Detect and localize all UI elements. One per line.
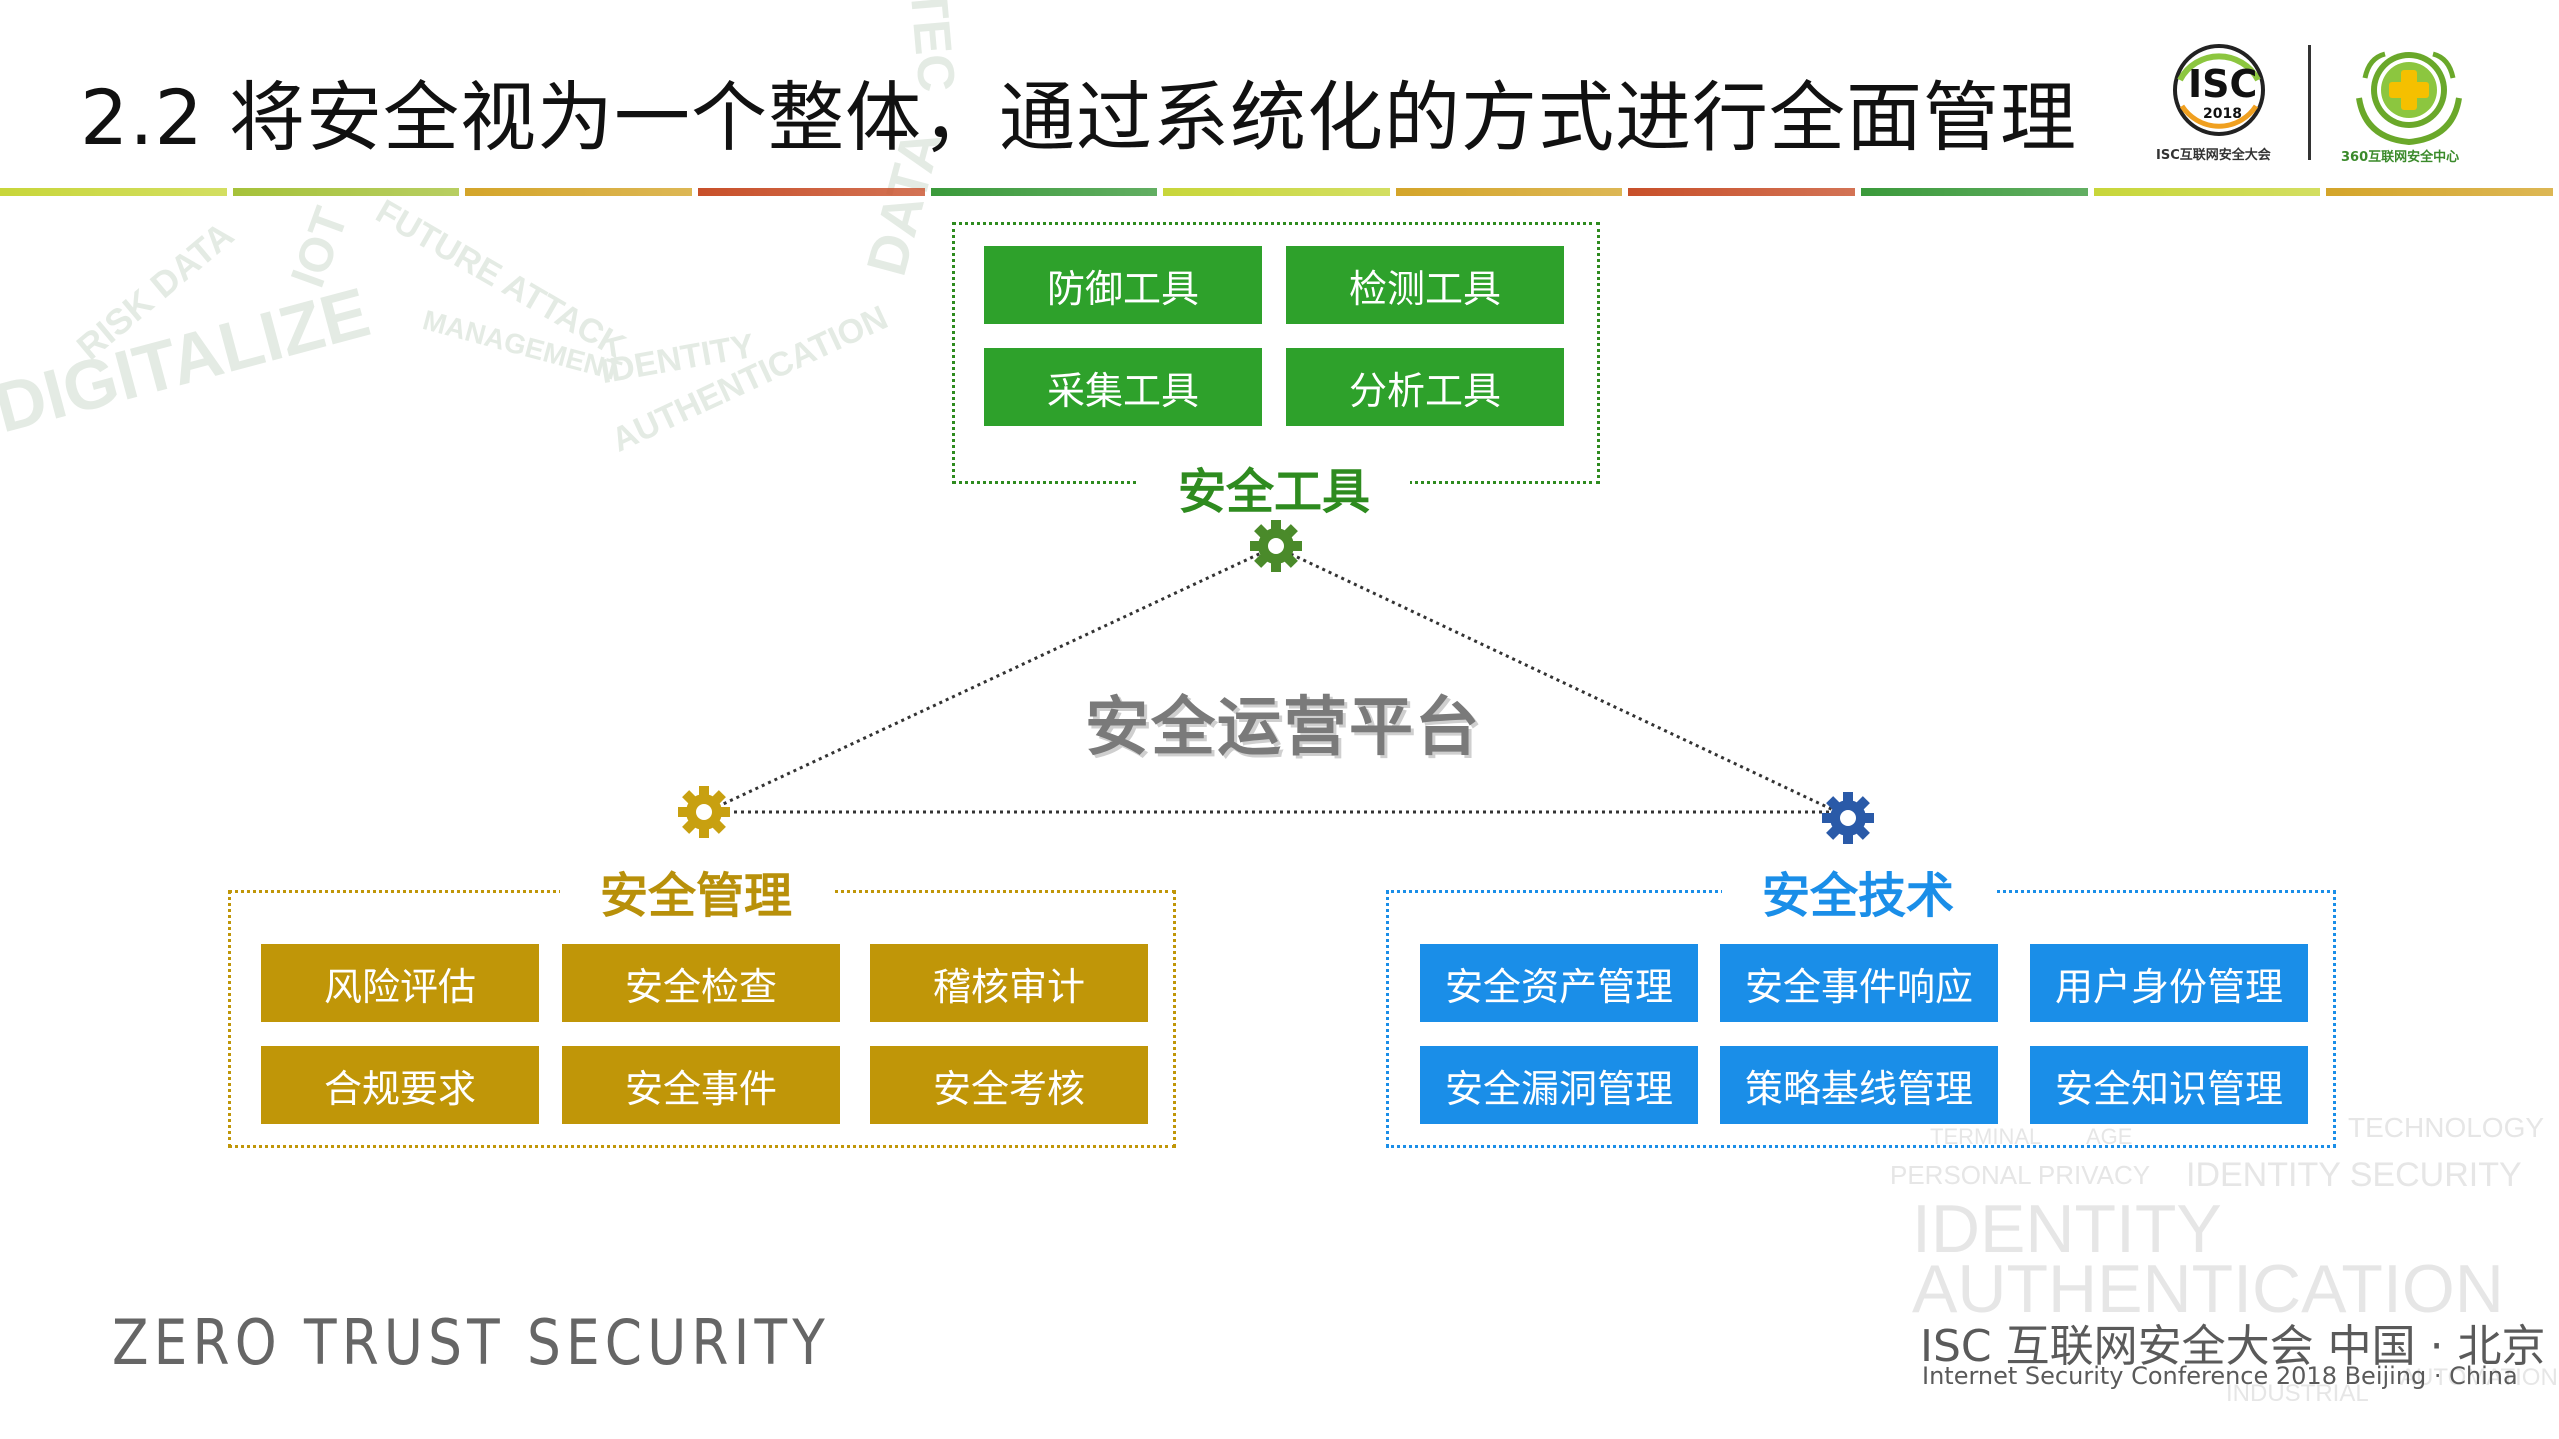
watermark-word: IDENTITY <box>1912 1191 2222 1267</box>
management-tile: 合规要求 <box>261 1046 539 1124</box>
technology-tile: 策略基线管理 <box>1720 1046 1998 1124</box>
gear-icon <box>678 786 730 838</box>
header-rule-segment <box>465 188 692 196</box>
watermark-word: PERSONAL PRIVACY <box>1890 1160 2151 1190</box>
watermark-word: TECHNOLOGY <box>2348 1112 2545 1143</box>
isc-emblem-icon <box>2173 44 2265 136</box>
watermark-word: AUTHENTICATION <box>1912 1251 2504 1327</box>
technology-tile: 安全知识管理 <box>2030 1046 2308 1124</box>
header-rule-segment <box>1861 188 2088 196</box>
tool-tile: 防御工具 <box>984 246 1262 324</box>
isc-logo-year: 2018 <box>2203 106 2242 122</box>
watermark-word: INDUSTRIAL <box>2226 1380 2369 1407</box>
footer-conference-cn: ISC 互联网安全大会 中国 · 北京 <box>1920 1321 2546 1372</box>
isc-logo-text: ISC <box>2188 62 2258 106</box>
tool-tile: 检测工具 <box>1286 246 1564 324</box>
header-rule-segment <box>0 188 227 196</box>
header-rule-segment <box>1163 188 1390 196</box>
technology-tile: 安全资产管理 <box>1420 944 1698 1022</box>
header-rule <box>0 188 2559 196</box>
watermark-word: AUTOMATION <box>2400 1364 2558 1391</box>
tool-tile: 分析工具 <box>1286 348 1564 426</box>
technology-tile: 安全漏洞管理 <box>1420 1046 1698 1124</box>
technology-tile: 安全事件响应 <box>1720 944 1998 1022</box>
header-rule-segment <box>2326 188 2554 196</box>
management-tile: 安全检查 <box>562 944 840 1022</box>
header-rule-segment <box>930 188 1158 196</box>
isc-logo-caption: ISC互联网安全大会 <box>2156 148 2271 163</box>
connector-tools-management <box>705 546 1273 814</box>
tools-group-label: 安全工具 <box>1138 452 1411 522</box>
management-tile: 稽核审计 <box>870 944 1148 1022</box>
footer-tagline: ZERO TRUST SECURITY <box>112 1306 830 1379</box>
watermark-word: IDENTITY SECURITY <box>2186 1156 2522 1194</box>
cross-emblem-icon <box>2356 51 2462 146</box>
gear-icon <box>1250 520 1302 572</box>
cert360-logo: 360互联网安全中心 <box>2341 38 2473 166</box>
management-tile: 安全事件 <box>562 1046 840 1124</box>
header-rule-segment <box>697 188 925 196</box>
management-group-label: 安全管理 <box>560 856 833 926</box>
watermark-word: AGE <box>2086 1124 2133 1149</box>
tool-tile: 采集工具 <box>984 348 1262 426</box>
gear-icon <box>1822 792 1874 844</box>
page-title: 2.2 将安全视为一个整体，通过系统化的方式进行全面管理 <box>80 73 2078 162</box>
footer-conference-en: Internet Security Conference 2018 Beijin… <box>1922 1362 2518 1390</box>
platform-label: 安全运营平台 <box>1085 691 1481 765</box>
header-rule-segment <box>2093 188 2321 196</box>
technology-tile: 用户身份管理 <box>2030 944 2308 1022</box>
watermark-word: TERMINAL <box>1930 1124 2042 1149</box>
management-tile: 风险评估 <box>261 944 539 1022</box>
management-tile: 安全考核 <box>870 1046 1148 1124</box>
header-rule-segment <box>1628 188 1856 196</box>
header-rule-segment <box>232 188 460 196</box>
header-rule-segment <box>1395 188 1623 196</box>
technology-group-label: 安全技术 <box>1722 856 1995 926</box>
logo-divider <box>2308 45 2311 160</box>
cert360-logo-caption: 360互联网安全中心 <box>2341 150 2460 165</box>
isc-logo: ISC 2018 ISC互联网安全大会 <box>2156 40 2278 163</box>
